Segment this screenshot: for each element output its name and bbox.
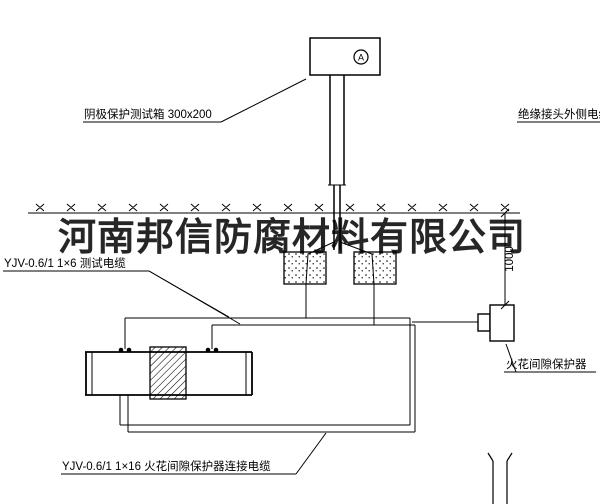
terminal-dot: [126, 347, 132, 353]
label-protector-cable: YJV-0.6/1 1×16 火花间隙保护器连接电缆: [62, 459, 271, 473]
label-spark-gap-protector: 火花间隙保护器: [506, 357, 587, 371]
concrete-block-right: [353, 251, 397, 285]
watermark-text: 河南邦信防腐材料有限公司: [58, 217, 526, 259]
dimension-1000: [500, 208, 510, 310]
meter-circle: [353, 49, 369, 65]
leader-lines: [3, 78, 600, 475]
protector-body: [489, 304, 515, 342]
label-test-cable: YJV-0.6/1 1×6 测试电缆: [4, 257, 126, 270]
ground-line: [28, 203, 520, 214]
terminal-dot: [213, 347, 219, 353]
concrete-blocks: [283, 251, 397, 285]
cable-terminals: [118, 347, 219, 353]
label-test-box: 阴极保护测试箱 300x200: [84, 107, 212, 121]
cable-runs: [119, 241, 478, 433]
pipe-riser-symbol: [487, 452, 513, 504]
test-box-outline: [309, 37, 381, 76]
spark-gap-protector: [477, 304, 515, 342]
label-outer-cable: 绝缘接头外侧电缆: [518, 107, 600, 121]
protector-terminal: [477, 313, 491, 332]
ground-hatch-marks: [35, 203, 510, 212]
test-box: [309, 37, 381, 76]
terminal-dot: [118, 347, 124, 353]
terminal-dot: [205, 347, 211, 353]
meter-symbol: A: [358, 53, 364, 63]
conduit-riser: [328, 75, 346, 250]
insulating-joint: [149, 346, 187, 400]
dimension-text: 1000: [504, 246, 516, 272]
concrete-block-left: [283, 251, 327, 285]
